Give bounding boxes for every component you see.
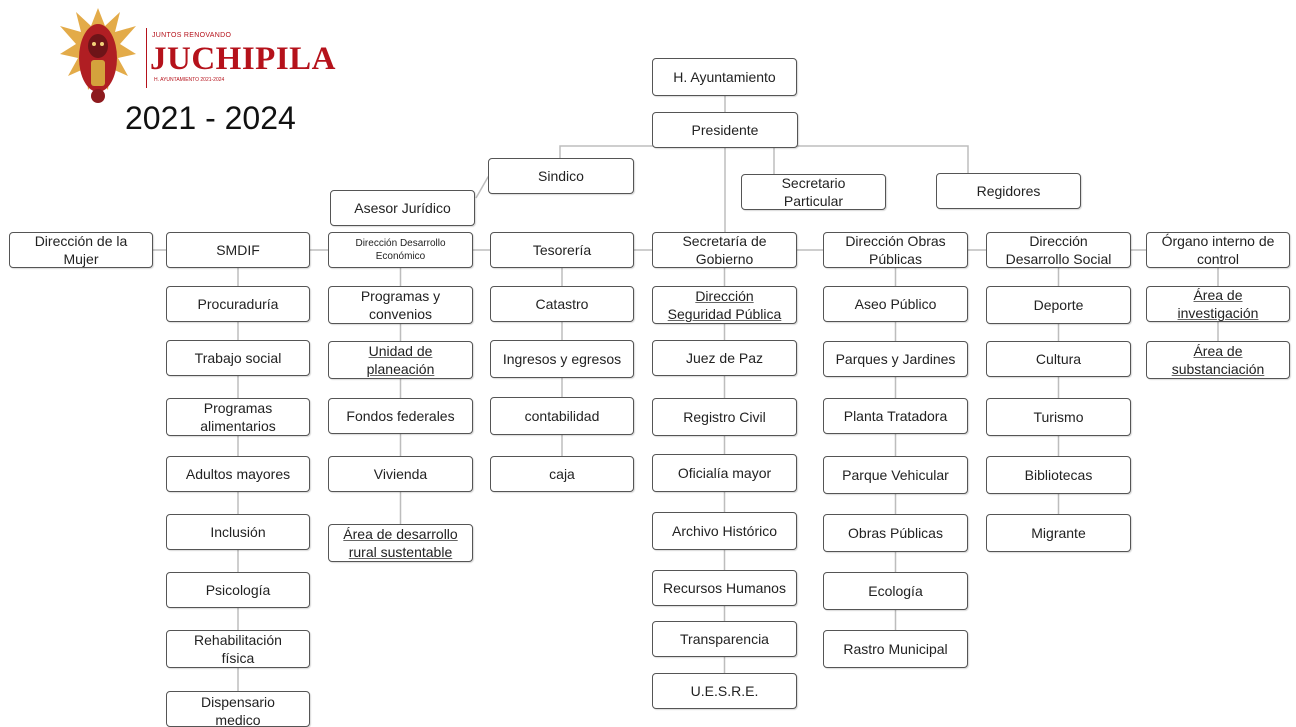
unit-parque-vehicular: Parque Vehicular	[823, 456, 968, 494]
unit-dispensario-medico: Dispensario medico	[166, 691, 310, 727]
dept-secretaria-gobierno: Secretaría de Gobierno	[652, 232, 797, 268]
dept-obras-publicas: Dirección Obras Públicas	[823, 232, 968, 268]
unit-seguridad-publica: Dirección Seguridad Pública	[652, 286, 797, 324]
node-h-ayuntamiento: H. Ayuntamiento	[652, 58, 797, 96]
unit-ecologia: Ecología	[823, 572, 968, 610]
municipal-emblem-icon	[60, 8, 136, 103]
unit-vivienda: Vivienda	[328, 456, 473, 492]
unit-programas-convenios: Programas y convenios	[328, 286, 473, 324]
unit-archivo-historico: Archivo Histórico	[652, 512, 797, 550]
unit-cultura: Cultura	[986, 341, 1131, 377]
unit-desarrollo-rural: Área de desarrollo rural sustentable	[328, 524, 473, 562]
dept-smdif: SMDIF	[166, 232, 310, 268]
administration-period: 2021 - 2024	[125, 100, 296, 136]
unit-obras-publicas: Obras Públicas	[823, 514, 968, 552]
unit-psicologia: Psicología	[166, 572, 310, 608]
node-secretario-particular: Secretario Particular	[741, 174, 886, 210]
unit-contabilidad: contabilidad	[490, 397, 634, 435]
unit-registro-civil: Registro Civil	[652, 398, 797, 436]
unit-migrante: Migrante	[986, 514, 1131, 552]
dept-direccion-mujer: Dirección de la Mujer	[9, 232, 153, 268]
unit-ingresos-egresos: Ingresos y egresos	[490, 340, 634, 378]
unit-oficialia-mayor: Oficialía mayor	[652, 454, 797, 492]
node-presidente: Presidente	[652, 112, 798, 148]
unit-inclusion: Inclusión	[166, 514, 310, 550]
unit-transparencia: Transparencia	[652, 621, 797, 657]
unit-caja: caja	[490, 456, 634, 492]
unit-juez-de-paz: Juez de Paz	[652, 340, 797, 376]
logo-tagline: JUNTOS RENOVANDO	[152, 32, 232, 39]
unit-aseo-publico: Aseo Público	[823, 286, 968, 322]
dept-tesoreria: Tesorería	[490, 232, 634, 268]
logo-subline: H. AYUNTAMIENTO 2021-2024	[154, 77, 225, 83]
unit-unidad-planeacion: Unidad de planeación	[328, 341, 473, 379]
node-asesor-juridico: Asesor Jurídico	[330, 190, 475, 226]
unit-trabajo-social: Trabajo social	[166, 340, 310, 376]
unit-planta-tratadora: Planta Tratadora	[823, 398, 968, 434]
unit-adultos-mayores: Adultos mayores	[166, 456, 310, 492]
unit-area-substanciacion: Área de substanciación	[1146, 341, 1290, 379]
municipality-logo: JUNTOS RENOVANDO JUCHIPILA H. AYUNTAMIEN…	[58, 6, 338, 106]
node-sindico: Sindico	[488, 158, 634, 194]
municipality-name: JUCHIPILA	[150, 41, 337, 77]
unit-rastro-municipal: Rastro Municipal	[823, 630, 968, 668]
logo-divider	[146, 28, 147, 88]
unit-bibliotecas: Bibliotecas	[986, 456, 1131, 494]
unit-parques-jardines: Parques y Jardines	[823, 341, 968, 377]
unit-catastro: Catastro	[490, 286, 634, 322]
node-regidores: Regidores	[936, 173, 1081, 209]
unit-programas-alimentarios: Programas alimentarios	[166, 398, 310, 436]
unit-recursos-humanos: Recursos Humanos	[652, 570, 797, 606]
unit-area-investigacion: Área de investigación	[1146, 286, 1290, 322]
unit-rehabilitacion-fisica: Rehabilitación física	[166, 630, 310, 668]
dept-desarrollo-social: Dirección Desarrollo Social	[986, 232, 1131, 268]
unit-fondos-federales: Fondos federales	[328, 398, 473, 434]
unit-deporte: Deporte	[986, 286, 1131, 324]
dept-desarrollo-economico: Dirección Desarrollo Económico	[328, 232, 473, 268]
dept-organo-interno-control: Órgano interno de control	[1146, 232, 1290, 268]
unit-procuraduria: Procuraduría	[166, 286, 310, 322]
unit-turismo: Turismo	[986, 398, 1131, 436]
unit-uesre: U.E.S.R.E.	[652, 673, 797, 709]
